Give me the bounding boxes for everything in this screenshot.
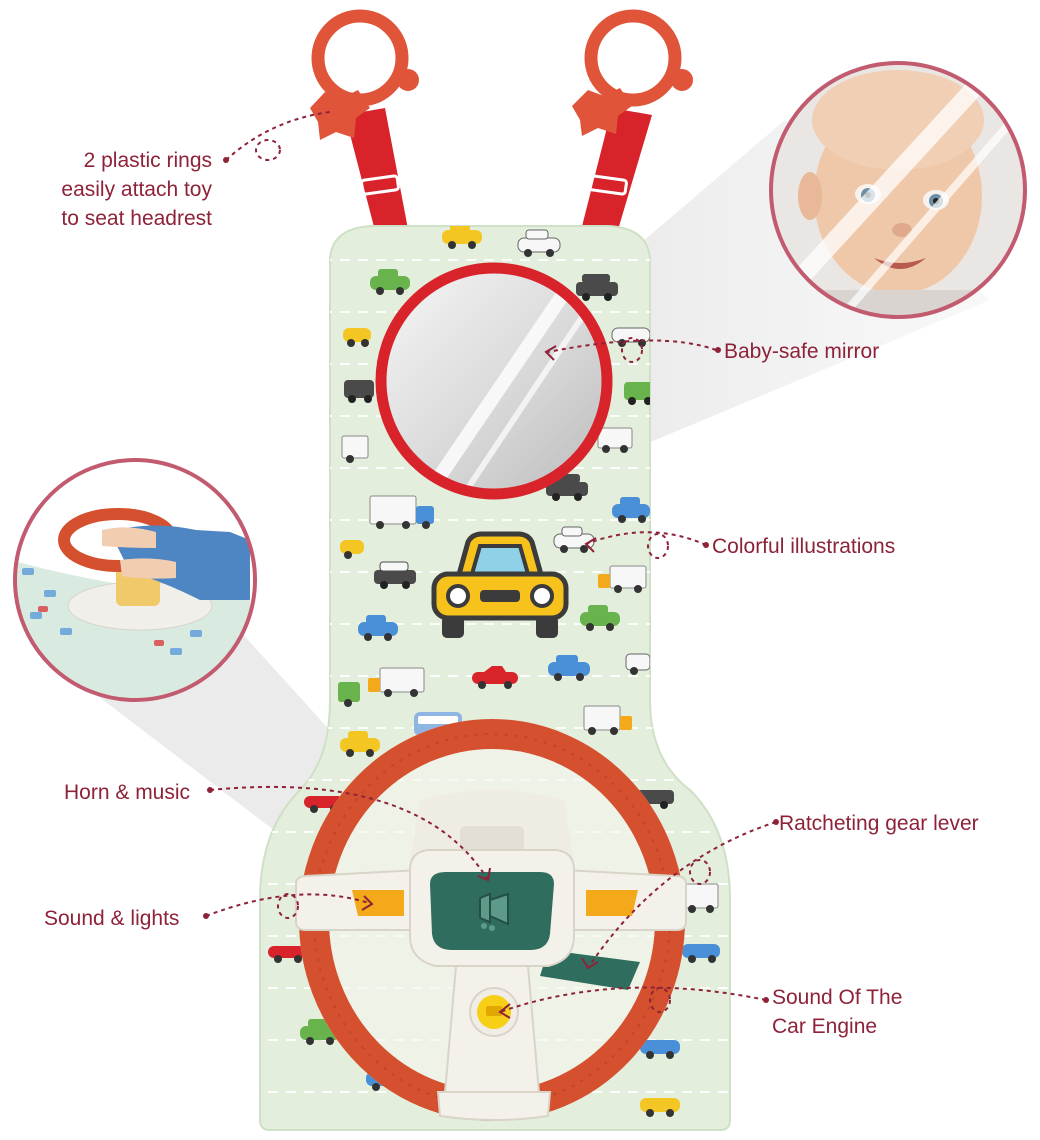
right-strap (576, 108, 652, 250)
horn-button (430, 872, 554, 950)
rings-leader (225, 111, 331, 161)
sound-lights-leader (205, 893, 373, 917)
baby-face-photo (769, 61, 1027, 319)
right-ring-icon (572, 9, 693, 136)
rings-callout: 2 plastic rings easily attach toy to sea… (61, 146, 212, 233)
right-light-button (586, 890, 638, 916)
left-light-button (352, 890, 404, 916)
engine-callout: Sound Of The Car Engine (772, 983, 902, 1041)
callout-dots (203, 157, 779, 1003)
horn-bell-icon (479, 892, 509, 931)
illustrations-leader (585, 531, 707, 546)
hands-on-wheel-photo (13, 458, 257, 702)
horn-callout: Horn & music (64, 781, 191, 804)
rings-callout-line3: to seat headrest (61, 207, 212, 230)
horn-leader (209, 785, 489, 881)
mirror-callout: Baby-safe mirror (724, 340, 880, 363)
mirror-projection-cone (574, 120, 990, 462)
engine-button (469, 987, 519, 1037)
yellow-car-icon (431, 531, 569, 638)
steering-wheel (295, 719, 687, 1121)
gear-lever (540, 950, 640, 990)
rings-callout-line2: easily attach toy (61, 178, 212, 201)
illustrations-callout: Colorful illustrations (712, 535, 896, 558)
rings-callout-line1: 2 plastic rings (83, 149, 212, 172)
small-car-icons (268, 226, 720, 1117)
left-strap (345, 108, 412, 250)
callout-arrowheads (361, 345, 599, 1019)
baby-safe-mirror (375, 262, 613, 500)
gear-leader (587, 821, 777, 969)
engine-callout-line2: Car Engine (772, 1015, 878, 1038)
sound-lights-callout: Sound & lights (44, 907, 180, 930)
gear-callout: Ratcheting gear lever (779, 812, 979, 835)
left-ring-icon (310, 9, 419, 140)
callout-leaders (205, 111, 777, 1013)
engine-callout-line1: Sound Of The (772, 986, 903, 1009)
